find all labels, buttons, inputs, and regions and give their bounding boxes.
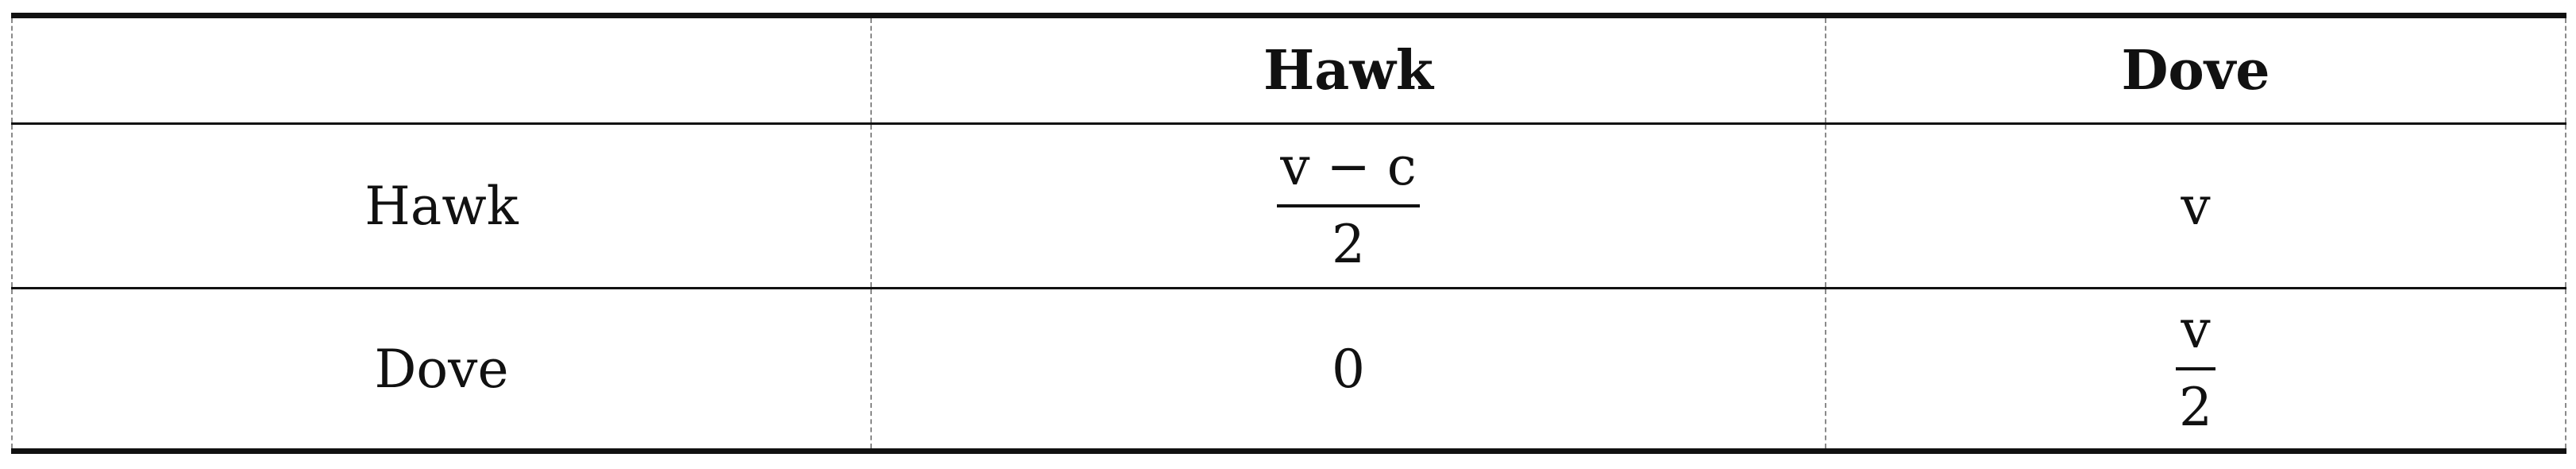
payoff-cell-hawk-dove: v	[1825, 123, 2566, 289]
fraction-bar	[2176, 367, 2215, 370]
table-row-dove: Dove 0 v 2	[11, 288, 2566, 452]
fraction: v 2	[2176, 304, 2215, 434]
payoff-matrix-table: Hawk Dove Hawk v − c 2 v Dove 0 v	[11, 13, 2566, 454]
fraction-bar	[1277, 204, 1420, 207]
fraction-denominator: 2	[2178, 377, 2212, 438]
fraction: v − c 2	[1277, 141, 1420, 271]
corner-cell	[11, 15, 872, 125]
fraction-denominator: 2	[1331, 214, 1365, 275]
fraction-numerator: v − c	[1280, 136, 1417, 197]
column-header-dove: Dove	[1825, 15, 2566, 125]
payoff-cell-dove-dove: v 2	[1825, 288, 2566, 452]
row-header-hawk: Hawk	[11, 123, 872, 289]
payoff-cell-hawk-hawk: v − c 2	[870, 123, 1826, 289]
header-row: Hawk Dove	[11, 15, 2566, 125]
row-header-dove: Dove	[11, 288, 872, 452]
payoff-cell-dove-hawk: 0	[870, 288, 1826, 452]
column-header-hawk: Hawk	[870, 15, 1826, 125]
fraction-numerator: v	[2181, 299, 2211, 360]
table-row-hawk: Hawk v − c 2 v	[11, 123, 2566, 289]
